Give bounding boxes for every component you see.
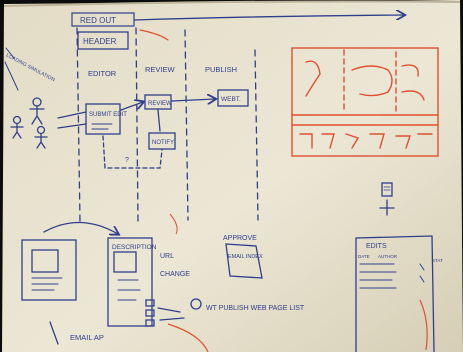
red-layout-sketch bbox=[139, 29, 439, 157]
svg-text:EMAIL INDEX: EMAIL INDEX bbox=[228, 254, 263, 260]
lane-publish-label: PUBLISH bbox=[205, 65, 237, 74]
actor-figure-1 bbox=[29, 97, 45, 125]
url-label: URL bbox=[160, 253, 174, 260]
flow-arrow-review-notify bbox=[157, 109, 161, 132]
email-index-card: EMAIL INDEX bbox=[225, 243, 263, 279]
swimlane-lines bbox=[76, 27, 259, 223]
svg-text:STAT: STAT bbox=[432, 258, 443, 263]
red-smudge-1 bbox=[169, 213, 178, 235]
approve-label: APPROVE bbox=[223, 235, 257, 242]
svg-text:AUTHOR: AUTHOR bbox=[378, 254, 398, 259]
page-sketch-right bbox=[107, 237, 155, 327]
curved-double-arrow bbox=[43, 221, 118, 234]
actor-figure-2 bbox=[10, 115, 24, 139]
feedback-loop-dashed bbox=[102, 135, 163, 169]
header-box: HEADER bbox=[77, 31, 129, 50]
email-arrow bbox=[49, 321, 59, 345]
page-sketch-left bbox=[21, 239, 77, 301]
svg-text:DATE: DATE bbox=[358, 254, 370, 259]
red-smudge-2 bbox=[167, 323, 209, 352]
svg-text:REVIEW: REVIEW bbox=[148, 101, 172, 107]
submit-edit-box: SUBMIT EDIT bbox=[85, 103, 127, 135]
margin-scribbles bbox=[4, 47, 19, 91]
bottom-arrows bbox=[157, 307, 185, 321]
change-label: CHANGE bbox=[160, 271, 190, 278]
lane-editor-label: EDITOR bbox=[88, 69, 117, 78]
actor-arrows bbox=[57, 111, 87, 129]
svg-text:WEBT.: WEBT. bbox=[221, 96, 241, 103]
red-smudge-3 bbox=[419, 299, 428, 351]
lane-review-label: REVIEW bbox=[145, 65, 176, 74]
question-mark: ? bbox=[125, 157, 129, 164]
svg-text:NOTIFY: NOTIFY bbox=[152, 140, 174, 146]
flow-arrow-submit-review bbox=[120, 102, 143, 111]
edits-table-sketch: EDITS DATE AUTHOR STAT bbox=[355, 235, 443, 352]
top-banner: RED OUT bbox=[71, 13, 404, 27]
svg-text:SUBMIT EDIT: SUBMIT EDIT bbox=[89, 112, 127, 118]
email-ap-label: EMAIL AP bbox=[70, 333, 104, 342]
svg-text:HEADER: HEADER bbox=[83, 37, 117, 46]
publish-list-label: WT PUBLISH WEB PAGE LIST bbox=[206, 305, 305, 312]
bullet-circle bbox=[190, 298, 202, 310]
small-document-icon bbox=[379, 182, 395, 216]
svg-text:EDITS: EDITS bbox=[366, 243, 387, 250]
board-top-edge bbox=[3, 0, 461, 7]
publish-box: WEBT. bbox=[217, 89, 249, 107]
svg-text:RED OUT: RED OUT bbox=[80, 16, 116, 25]
actor-figure-3 bbox=[34, 125, 48, 149]
notify-box: NOTIFY bbox=[148, 132, 176, 150]
description-label: DESCRIPTION bbox=[112, 244, 157, 251]
flow-arrow-review-publish bbox=[171, 99, 215, 101]
